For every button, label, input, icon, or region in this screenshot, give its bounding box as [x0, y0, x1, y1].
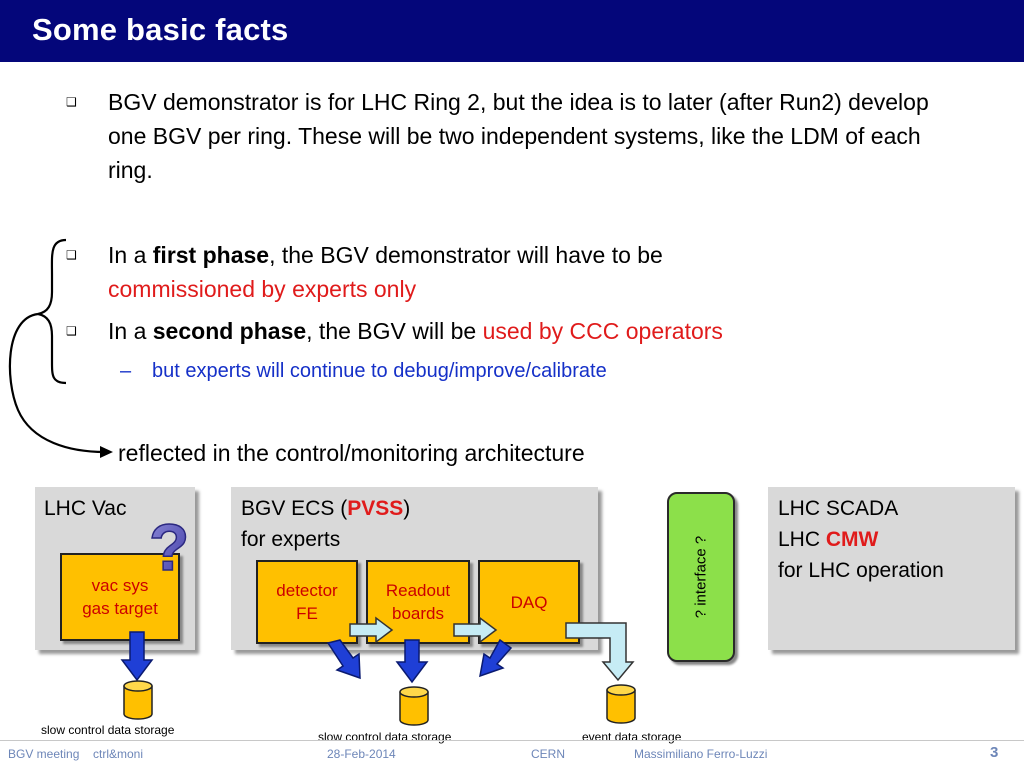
square-bullet-icon: ❑ — [66, 95, 77, 109]
bullet-3-text: In a second phase, the BGV will be used … — [108, 318, 723, 344]
dash-bullet: – — [120, 360, 132, 382]
storage-cylinder-icon — [399, 686, 429, 726]
storage-caption-ecs: slow control data storage — [318, 730, 452, 744]
connector-curve — [8, 312, 106, 454]
footer-meeting: BGV meeting — [8, 747, 80, 761]
arrow-daq-to-storage — [479, 638, 513, 678]
slide-title: Some basic facts — [32, 12, 289, 47]
square-bullet-icon: ❑ — [66, 248, 77, 262]
square-bullet-icon: ❑ — [66, 324, 77, 338]
bullet-2-text: In a first phase, the BGV demonstrator w… — [108, 242, 663, 302]
lhc-scada-panel — [768, 487, 1015, 650]
arrow-readout-to-storage — [395, 639, 429, 684]
footer-topic: ctrl&moni — [93, 747, 144, 761]
arrow-fe-to-readout — [349, 616, 394, 644]
footer-org: CERN — [531, 747, 566, 761]
storage-caption-event: event data storage — [582, 730, 682, 744]
bullet-1-text: BGV demonstrator is for LHC Ring 2, but … — [108, 89, 929, 183]
arrow-vac-to-storage — [120, 631, 154, 682]
sub-bullet-text: but experts will continue to debug/impro… — [152, 360, 607, 382]
lhc-vac-label: LHC Vac — [44, 497, 127, 520]
storage-caption-vac: slow control data storage — [41, 723, 175, 737]
bgv-ecs-label: BGV ECS (PVSS)for experts — [241, 497, 411, 551]
reflected-text: reflected in the control/monitoring arch… — [118, 440, 585, 466]
footer-divider — [0, 740, 1024, 741]
storage-cylinder-icon — [123, 680, 153, 720]
arrow-fe-to-storage — [326, 639, 361, 680]
interface-box: ? interface ? — [667, 492, 735, 662]
storage-cylinder-icon — [606, 684, 636, 724]
arrow-readout-to-daq — [453, 616, 498, 644]
curly-brace — [37, 238, 67, 385]
footer-author: Massimiliano Ferro-Luzzi — [634, 747, 768, 761]
connector-arrowhead — [100, 446, 113, 458]
question-mark-icon: ? — [149, 510, 189, 584]
footer-page-number: 3 — [990, 744, 999, 761]
footer-date: 28-Feb-2014 — [327, 747, 396, 761]
arrow-daq-to-event-storage — [565, 622, 635, 682]
title-bar: Some basic facts — [0, 0, 1024, 62]
